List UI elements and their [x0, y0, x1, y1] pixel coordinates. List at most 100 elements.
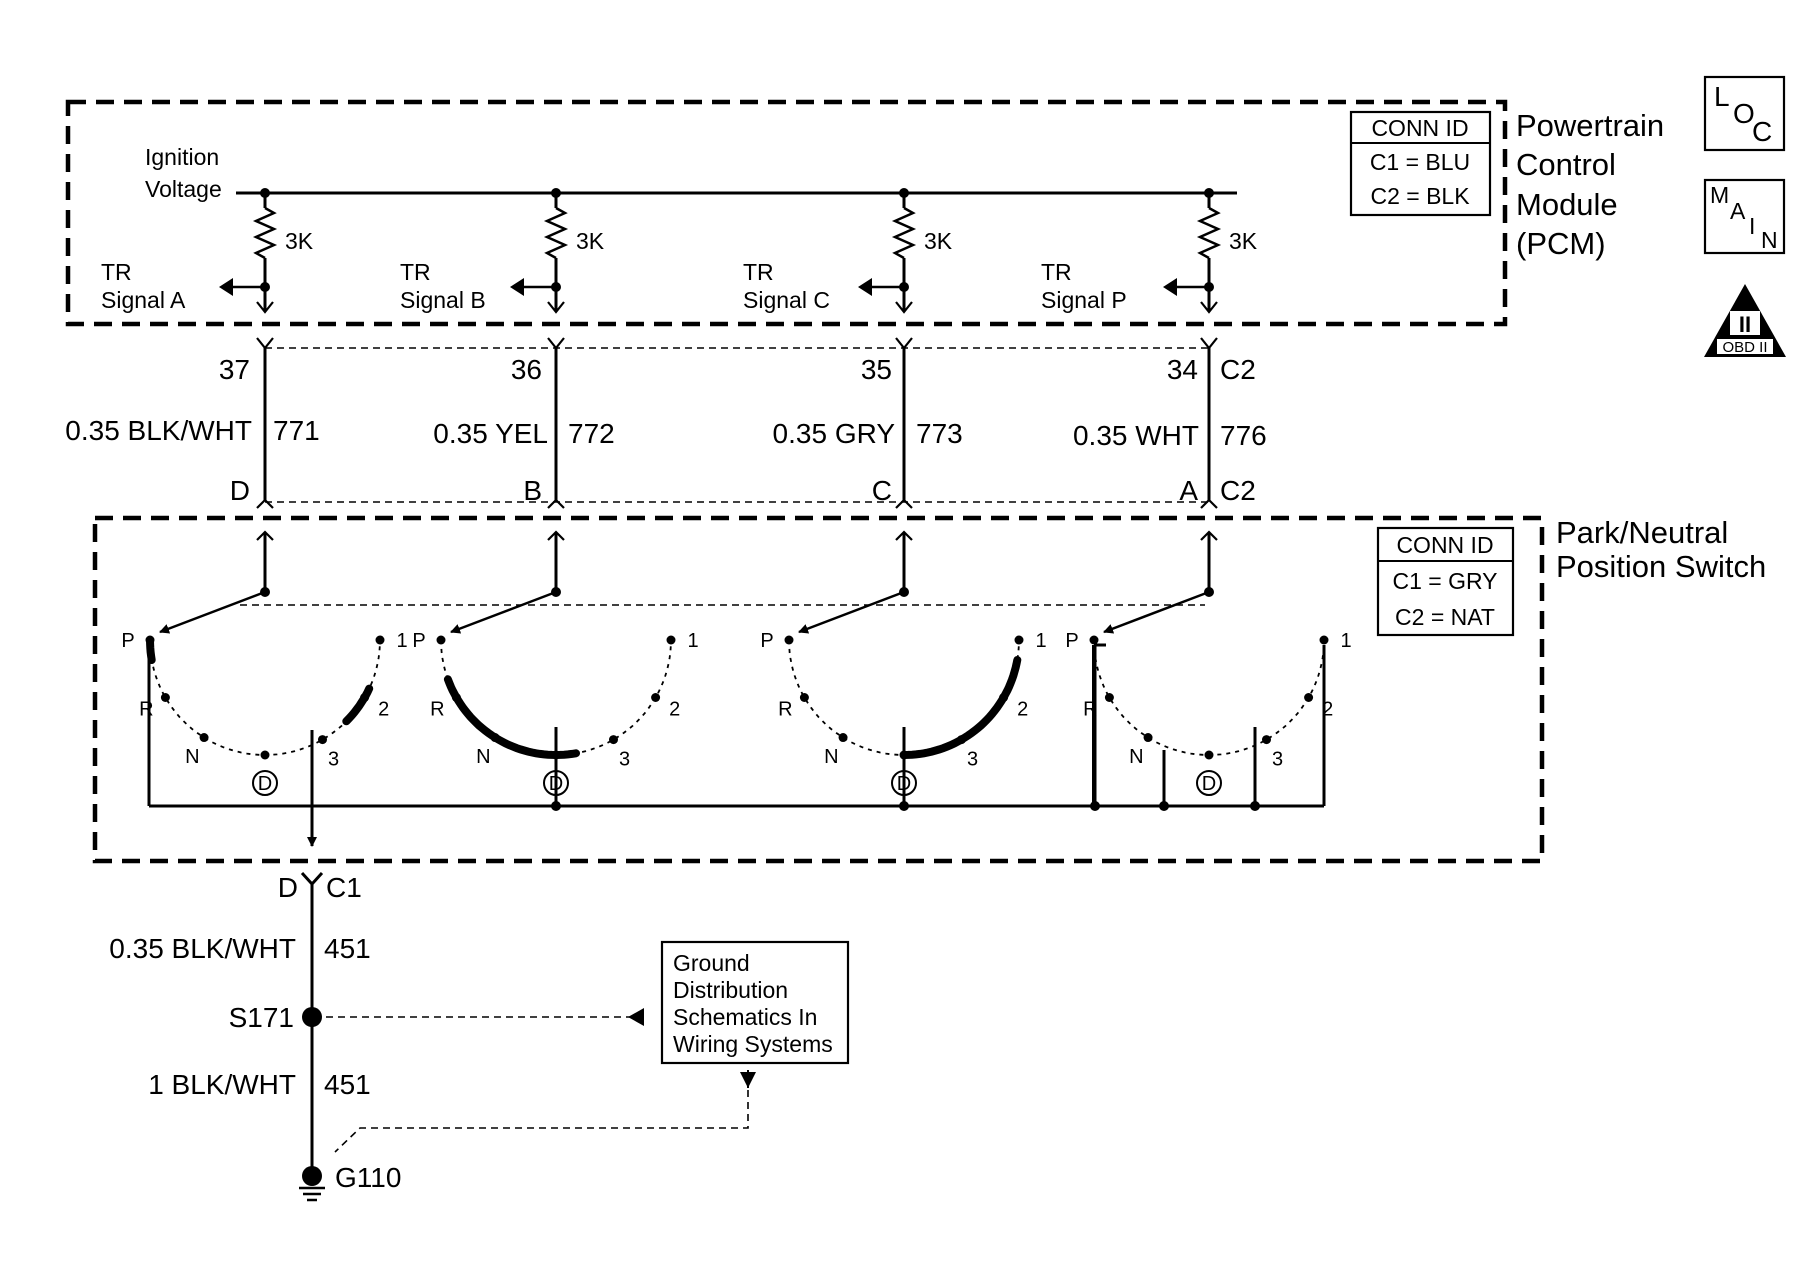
position-label-2: 2: [378, 699, 389, 721]
pcm-title-line3: Module: [1516, 187, 1618, 222]
ground-reference-box: Ground Distribution Schematics In Wiring…: [660, 940, 850, 1065]
position-label-r: R: [139, 699, 153, 721]
signal-arrow-icon: [219, 278, 233, 296]
ground-ref-line4: Wiring Systems: [673, 1031, 833, 1057]
wire-776-spec: 0.35 WHT: [1073, 420, 1199, 451]
resistor-branch-a: 3K: [219, 188, 314, 314]
position-label-2: 2: [1017, 699, 1028, 721]
position-label-n: N: [824, 746, 838, 768]
wire-labels: 37 36 35 34 C2 0.35 BLK/WHT 771 0.35 YEL…: [65, 354, 1266, 506]
position-dot-r: [160, 693, 170, 702]
pcm-title-line1: Powertrain: [1516, 108, 1664, 143]
position-label-1: 1: [1035, 630, 1046, 652]
resistor-value: 3K: [924, 228, 953, 254]
drive-position-marker: [1196, 770, 1222, 796]
position-dot-p: [145, 635, 155, 645]
ground-wire1-spec: 0.35 BLK/WHT: [109, 933, 296, 964]
pcm-terminal-icon: [1200, 337, 1218, 350]
position-dot-p: [784, 635, 794, 645]
position-dot-1: [375, 635, 385, 645]
position-dot-n: [1143, 733, 1153, 743]
position-dot-2: [999, 693, 1009, 702]
wiper-arrow: [450, 590, 557, 634]
position-label-3: 3: [328, 749, 339, 771]
position-dot-2: [651, 693, 661, 702]
position-label-1: 1: [687, 630, 698, 652]
position-dot-3: [318, 735, 327, 745]
pcm-signal-labels: TR Signal A TR Signal B TR Signal C TR S…: [101, 259, 1127, 313]
switch-pin-c: C: [872, 475, 892, 506]
wiper-arrow: [159, 590, 266, 634]
resistor-value: 3K: [576, 228, 605, 254]
pcm-input-chevron-icon: [895, 301, 913, 314]
position-arc: [1093, 639, 1325, 756]
wire-773-spec: 0.35 GRY: [773, 418, 896, 449]
loc-icon: L O C: [1703, 75, 1786, 152]
position-dot-3: [609, 735, 618, 745]
pcm-connector-id: C2: [1220, 354, 1256, 385]
signal-arrow-icon: [1163, 278, 1177, 296]
signal-b-line1: TR: [400, 259, 431, 285]
switch-title-line1: Park/Neutral: [1556, 515, 1728, 550]
position-dot-2: [1304, 693, 1314, 702]
wire-run-771: [256, 337, 274, 592]
wire-773-circuit: 773: [916, 418, 963, 449]
signal-c-line2: Signal C: [743, 287, 830, 313]
position-dot-n: [838, 733, 848, 743]
switch-conn-id-box: CONN ID C1 = GRY C2 = NAT: [1376, 526, 1515, 637]
wiper-pivot-dot: [899, 587, 909, 597]
switch-terminal-icon: [547, 498, 565, 509]
signal-p-line1: TR: [1041, 259, 1072, 285]
position-label-n: N: [476, 746, 490, 768]
wire-772-spec: 0.35 YEL: [433, 418, 548, 449]
svg-text:O: O: [1733, 98, 1755, 129]
position-dot-1: [1014, 635, 1024, 645]
resistor-3k-icon: [252, 206, 278, 260]
pin-37: 37: [219, 354, 250, 385]
position-label-d: D: [1202, 773, 1216, 795]
svg-text:L: L: [1714, 81, 1730, 112]
position-label-3: 3: [1272, 749, 1283, 771]
signal-p-line2: Signal P: [1041, 287, 1127, 313]
position-label-3: 3: [619, 749, 630, 771]
switch-conn-id-row1: C1 = GRY: [1392, 568, 1497, 594]
park-neutral-switch: PRND321PRND321PRND321PRND321 CONN ID C1 …: [92, 515, 1766, 864]
position-dot-1: [1319, 635, 1329, 645]
position-dot-1: [666, 635, 676, 645]
wire-776-circuit: 776: [1220, 420, 1267, 451]
signal-arrow-icon: [510, 278, 524, 296]
ground-pin-d: D: [278, 872, 298, 903]
wire-runs: [256, 337, 1218, 592]
reference-arrow-icon: [628, 1008, 644, 1026]
pin-36: 36: [511, 354, 542, 385]
wire-771-spec: 0.35 BLK/WHT: [65, 415, 252, 446]
svg-text:I: I: [1749, 213, 1755, 239]
ignition-voltage-line2: Voltage: [145, 176, 222, 202]
svg-text:II: II: [1739, 312, 1751, 337]
switch-terminal-icon: [895, 498, 913, 509]
switch-connector-id: C2: [1220, 475, 1256, 506]
position-label-1: 1: [1340, 630, 1351, 652]
position-dot-r: [451, 693, 461, 702]
wiper-pivot-dot: [1204, 587, 1214, 597]
position-label-p: P: [760, 630, 773, 652]
signal-a-line1: TR: [101, 259, 132, 285]
position-dot-n: [199, 733, 209, 743]
position-dot-2: [360, 693, 370, 702]
resistor-branch-b: 3K: [510, 188, 605, 314]
pcm-conn-id-row1: C1 = BLU: [1370, 149, 1470, 175]
pcm-input-chevron-icon: [1200, 301, 1218, 314]
position-arc: [149, 639, 381, 756]
switch-terminal-icon: [1200, 498, 1218, 509]
ground-ref-line1: Ground: [673, 950, 750, 976]
position-label-r: R: [778, 699, 792, 721]
switch-decks: PRND321PRND321PRND321PRND321: [121, 587, 1352, 811]
splice-s171: [302, 1007, 322, 1027]
switch-terminal-icon: [256, 498, 274, 509]
wire-run-772: [547, 337, 565, 592]
